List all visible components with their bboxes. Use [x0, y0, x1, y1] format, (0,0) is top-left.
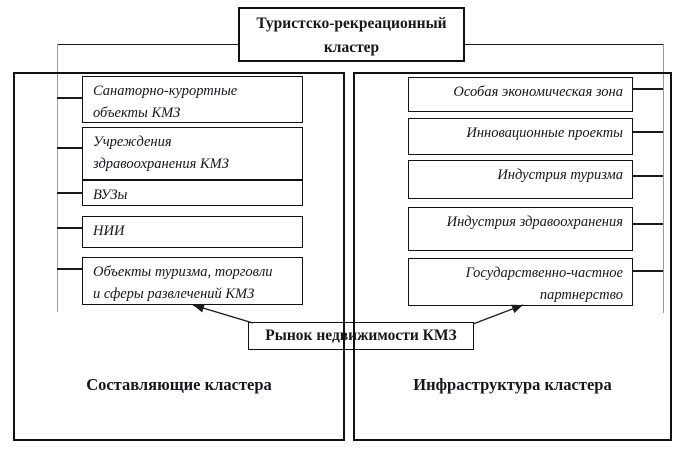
right-box-ppp-line1: Государственно-частное: [465, 265, 623, 281]
stub-right-1: [633, 88, 663, 90]
stub-right-5: [633, 270, 663, 272]
right-box-tourism-industry-line1: Индустрия туризма: [497, 167, 623, 183]
right-spine-line: [662, 44, 664, 313]
left-box-research: НИИ: [82, 216, 303, 248]
left-box-research-line1: НИИ: [93, 223, 125, 239]
real-estate-market-box: Рынок недвижимости КМЗ: [248, 322, 474, 350]
stub-left-5: [57, 268, 82, 270]
stub-right-3: [633, 175, 663, 177]
stub-left-3: [57, 192, 82, 194]
right-box-health-industry-line1: Индустрия здравоохранения: [446, 214, 623, 230]
right-box-economic-zone-line1: Особая экономическая зона: [453, 84, 623, 100]
right-box-innovation: Инновационные проекты: [408, 118, 633, 155]
left-container-frame: [13, 72, 345, 441]
stub-left-2: [57, 147, 82, 149]
cluster-title-line2: кластер: [323, 39, 380, 56]
left-box-universities-line1: ВУЗы: [93, 187, 128, 203]
left-spine-line: [56, 44, 58, 312]
left-box-healthcare: Учреждения здравоохранения КМЗ: [82, 127, 303, 180]
right-caption: Инфраструктура кластера: [413, 375, 612, 394]
left-box-healthcare-line2: здравоохранения КМЗ: [93, 156, 229, 172]
right-container-frame: [353, 72, 672, 441]
right-box-ppp-line2: партнерство: [539, 287, 623, 303]
right-box-tourism-industry: Индустрия туризма: [408, 160, 633, 199]
cluster-title-box: Туристско-рекреационный кластер: [238, 7, 465, 62]
left-box-tourism-objects-line1: Объекты туризма, торговли: [93, 264, 273, 280]
left-box-tourism-objects-line2: и сферы развлечений КМЗ: [93, 286, 255, 302]
left-box-tourism-objects: Объекты туризма, торговли и сферы развле…: [82, 257, 303, 305]
right-box-ppp: Государственно-частное партнерство: [408, 258, 633, 306]
left-box-sanatorium: Санаторно-курортные объекты КМЗ: [82, 76, 303, 123]
left-caption: Составляющие кластера: [86, 375, 272, 394]
connector-title-to-left-spine: [57, 43, 238, 45]
connector-title-to-right-spine: [465, 43, 663, 45]
left-box-sanatorium-line1: Санаторно-курортные: [93, 83, 238, 99]
left-box-universities: ВУЗы: [82, 180, 303, 206]
stub-right-4: [633, 223, 663, 225]
stub-left-4: [57, 227, 82, 229]
right-box-innovation-line1: Инновационные проекты: [466, 125, 623, 141]
left-box-healthcare-line1: Учреждения: [93, 134, 172, 150]
left-box-sanatorium-line2: объекты КМЗ: [93, 105, 181, 121]
stub-left-1: [57, 97, 82, 99]
cluster-title-line1: Туристско-рекреационный: [256, 15, 447, 32]
right-box-economic-zone: Особая экономическая зона: [408, 77, 633, 112]
right-box-health-industry: Индустрия здравоохранения: [408, 207, 633, 251]
stub-right-2: [633, 131, 663, 133]
real-estate-market-label: Рынок недвижимости КМЗ: [265, 327, 457, 344]
